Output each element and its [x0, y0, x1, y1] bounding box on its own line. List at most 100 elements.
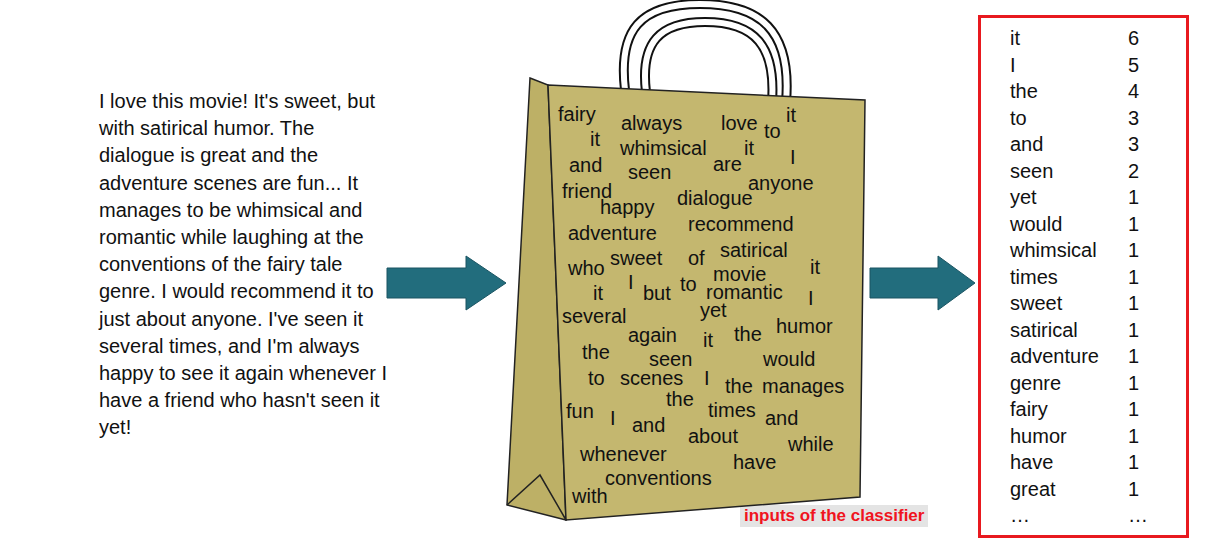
bag-word: several — [562, 305, 626, 327]
bag-word: while — [788, 433, 834, 455]
bag-word: with — [572, 485, 608, 507]
bag-word: anyone — [748, 172, 814, 194]
count-cell: 1 — [1128, 292, 1139, 315]
bag-word: I — [790, 146, 796, 168]
note-label: inputs of the classifier — [740, 505, 928, 527]
word-cell: to — [1010, 107, 1027, 130]
bag-word: again — [628, 324, 677, 346]
count-cell: 3 — [1128, 133, 1139, 156]
block-arrow — [870, 256, 975, 310]
bag-front — [548, 85, 865, 520]
bag-word: and — [569, 154, 602, 176]
count-cell: 1 — [1128, 319, 1139, 342]
word-cell: I — [1010, 54, 1016, 77]
bag-word: times — [708, 399, 756, 421]
review-text: I love this movie! It's sweet, but with … — [99, 88, 391, 442]
count-cell: 6 — [1128, 27, 1139, 50]
word-cell: great — [1010, 478, 1056, 501]
count-cell: 1 — [1128, 372, 1139, 395]
count-cell: 1 — [1128, 266, 1139, 289]
bag-word: I — [704, 367, 710, 389]
bag-word: dialogue — [677, 187, 753, 209]
word-cell: … — [1010, 504, 1030, 527]
count-cell: 3 — [1128, 107, 1139, 130]
bag-word: are — [713, 153, 742, 175]
count-cell: 1 — [1128, 239, 1139, 262]
bag-word: humor — [776, 315, 833, 337]
word-cell: times — [1010, 266, 1058, 289]
count-cell: … — [1128, 504, 1148, 527]
bag-word: I — [808, 287, 814, 309]
bag-word: it — [593, 282, 603, 304]
bag-word: adventure — [568, 222, 657, 244]
word-cell: adventure — [1010, 345, 1099, 368]
bag-word: it — [744, 137, 754, 159]
bag-word: conventions — [605, 467, 712, 489]
bag-word: seen — [628, 161, 671, 183]
bag-word: it — [703, 329, 713, 351]
word-cell: fairy — [1010, 398, 1048, 421]
bag-word: always — [621, 112, 682, 134]
bag-word: love — [721, 112, 758, 134]
bag-word: whenever — [580, 443, 667, 465]
bag-word: the — [666, 388, 694, 410]
word-cell: genre — [1010, 372, 1061, 395]
bag-word: it — [810, 256, 820, 278]
count-cell: 1 — [1128, 478, 1139, 501]
word-cell: would — [1010, 213, 1062, 236]
bag-word: scenes — [620, 367, 683, 389]
word-cell: humor — [1010, 425, 1067, 448]
bag-word: I — [610, 407, 616, 429]
count-cell: 1 — [1128, 451, 1139, 474]
bag-fold — [507, 475, 566, 520]
bag-handle — [624, 4, 787, 102]
bag-word: satirical — [720, 239, 788, 261]
bag-word: the — [725, 375, 753, 397]
word-cell: yet — [1010, 186, 1037, 209]
bag-word: but — [643, 282, 671, 304]
count-cell: 1 — [1128, 213, 1139, 236]
bag-word: and — [632, 414, 665, 436]
bag-word: I — [628, 271, 634, 293]
bag-word: sweet — [610, 247, 662, 269]
count-cell: 1 — [1128, 398, 1139, 421]
bag-word: fun — [566, 400, 594, 422]
bag-word: happy — [600, 196, 655, 218]
bag-word: would — [763, 348, 815, 370]
bag-word: the — [582, 341, 610, 363]
bag-word: manages — [762, 375, 844, 397]
count-cell: 1 — [1128, 345, 1139, 368]
count-cell: 1 — [1128, 425, 1139, 448]
count-cell: 1 — [1128, 186, 1139, 209]
count-cell: 5 — [1128, 54, 1139, 77]
word-cell: and — [1010, 133, 1043, 156]
bag-word: it — [786, 104, 796, 126]
bag-word: the — [734, 323, 762, 345]
bag-word: about — [688, 425, 738, 447]
count-cell: 4 — [1128, 80, 1139, 103]
word-cell: it — [1010, 27, 1020, 50]
bag-word: fairy — [558, 103, 596, 125]
block-arrow — [387, 256, 506, 310]
bag-word: who — [568, 257, 605, 279]
count-cell: 2 — [1128, 160, 1139, 183]
bag-word: recommend — [688, 213, 794, 235]
count-table: it 6I 5 the 4 to 3 and 3 seen 2 yet 1 would 1 whimsical… — [978, 15, 1189, 538]
word-cell: have — [1010, 451, 1053, 474]
bag-word: and — [765, 407, 798, 429]
bag-word: whimsical — [620, 137, 707, 159]
word-cell: sweet — [1010, 292, 1062, 315]
word-bag: fairyalwayslovetoititwhimsicalitIandseen… — [500, 0, 868, 530]
bag-word: it — [590, 128, 600, 150]
bag-word: of — [688, 247, 705, 269]
word-cell: the — [1010, 80, 1038, 103]
bag-word: seen — [649, 348, 692, 370]
word-cell: seen — [1010, 160, 1053, 183]
bag-word: to — [764, 120, 781, 142]
bag-word: yet — [700, 299, 727, 321]
bag-handle — [624, 4, 787, 102]
word-cell: satirical — [1010, 319, 1078, 342]
bag-word: to — [680, 273, 697, 295]
word-cell: whimsical — [1010, 239, 1097, 262]
